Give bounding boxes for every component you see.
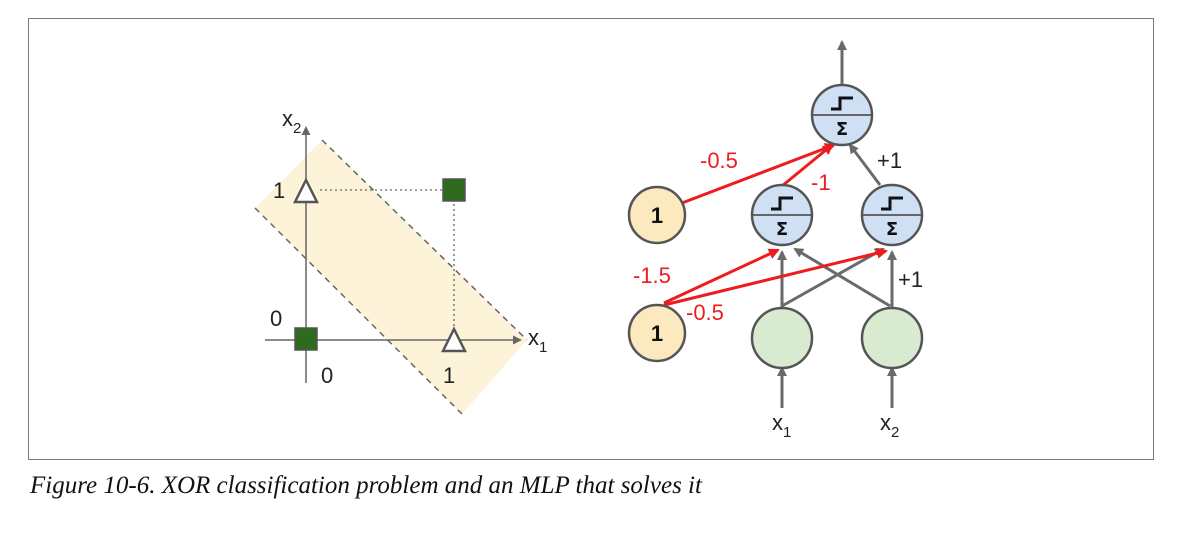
input-node-1 [750, 306, 814, 370]
step-function-icon [771, 196, 793, 211]
weight-bias-hidden2: -0.5 [686, 300, 724, 325]
hidden-neuron-1: Σ [750, 183, 814, 247]
weight-bias-hidden1: -1.5 [633, 263, 671, 288]
edge-bias-to-output [681, 143, 836, 205]
edge-bias-to-hidden2 [663, 247, 888, 307]
x1-axis-label: x1 [528, 325, 547, 356]
step-function-icon [881, 196, 903, 211]
class1-point-top-left [292, 177, 320, 204]
sum-icon: Σ [776, 219, 788, 240]
weight-input-hidden2: +1 [898, 267, 923, 292]
bias-node-bottom: 1 [627, 303, 687, 363]
input-node-2 [860, 306, 924, 370]
edge-hidden1-to-output [781, 143, 834, 188]
figure-caption: Figure 10-6. XOR classification problem … [30, 472, 702, 499]
output-neuron: Σ [810, 83, 874, 147]
x-tick-0: 0 [321, 363, 333, 388]
class0-point-origin [294, 327, 318, 351]
hidden-neuron-2: Σ [860, 183, 924, 247]
weight-bias-output: -0.5 [700, 148, 738, 173]
decision-boundary-lower [254, 207, 463, 415]
xor-plot: x2 x1 1 0 0 1 [254, 106, 547, 415]
sum-icon: Σ [886, 219, 898, 240]
edge-bias-to-hidden1 [663, 248, 780, 305]
x-tick-1: 1 [443, 363, 455, 388]
step-function-icon [831, 96, 853, 111]
class0-point-top-right [442, 178, 466, 202]
y-tick-1: 1 [273, 178, 285, 203]
bias-node-top-label: 1 [651, 203, 663, 228]
figure-frame [28, 18, 1154, 460]
input2-label: x2 [880, 410, 899, 441]
input1-label: x1 [772, 410, 791, 441]
edge-input2-to-hidden1 [793, 247, 891, 308]
weight-hidden2-output: +1 [877, 148, 902, 173]
mlp-network: 1 1 Σ Σ Σ -0.5 -1 +1 -1.5 [627, 40, 924, 441]
bias-node-bottom-label: 1 [651, 321, 663, 346]
y-tick-0: 0 [270, 306, 282, 331]
sum-icon: Σ [836, 119, 848, 140]
decision-boundary-upper [321, 139, 528, 341]
edge-hidden2-to-output [848, 143, 882, 186]
x2-axis-label: x2 [282, 106, 301, 137]
decision-band [255, 140, 527, 414]
edge-input1-to-hidden2 [781, 247, 885, 308]
class1-point-bottom-right [440, 326, 468, 353]
weight-hidden1-output: -1 [811, 170, 831, 195]
bias-node-top: 1 [627, 185, 687, 245]
